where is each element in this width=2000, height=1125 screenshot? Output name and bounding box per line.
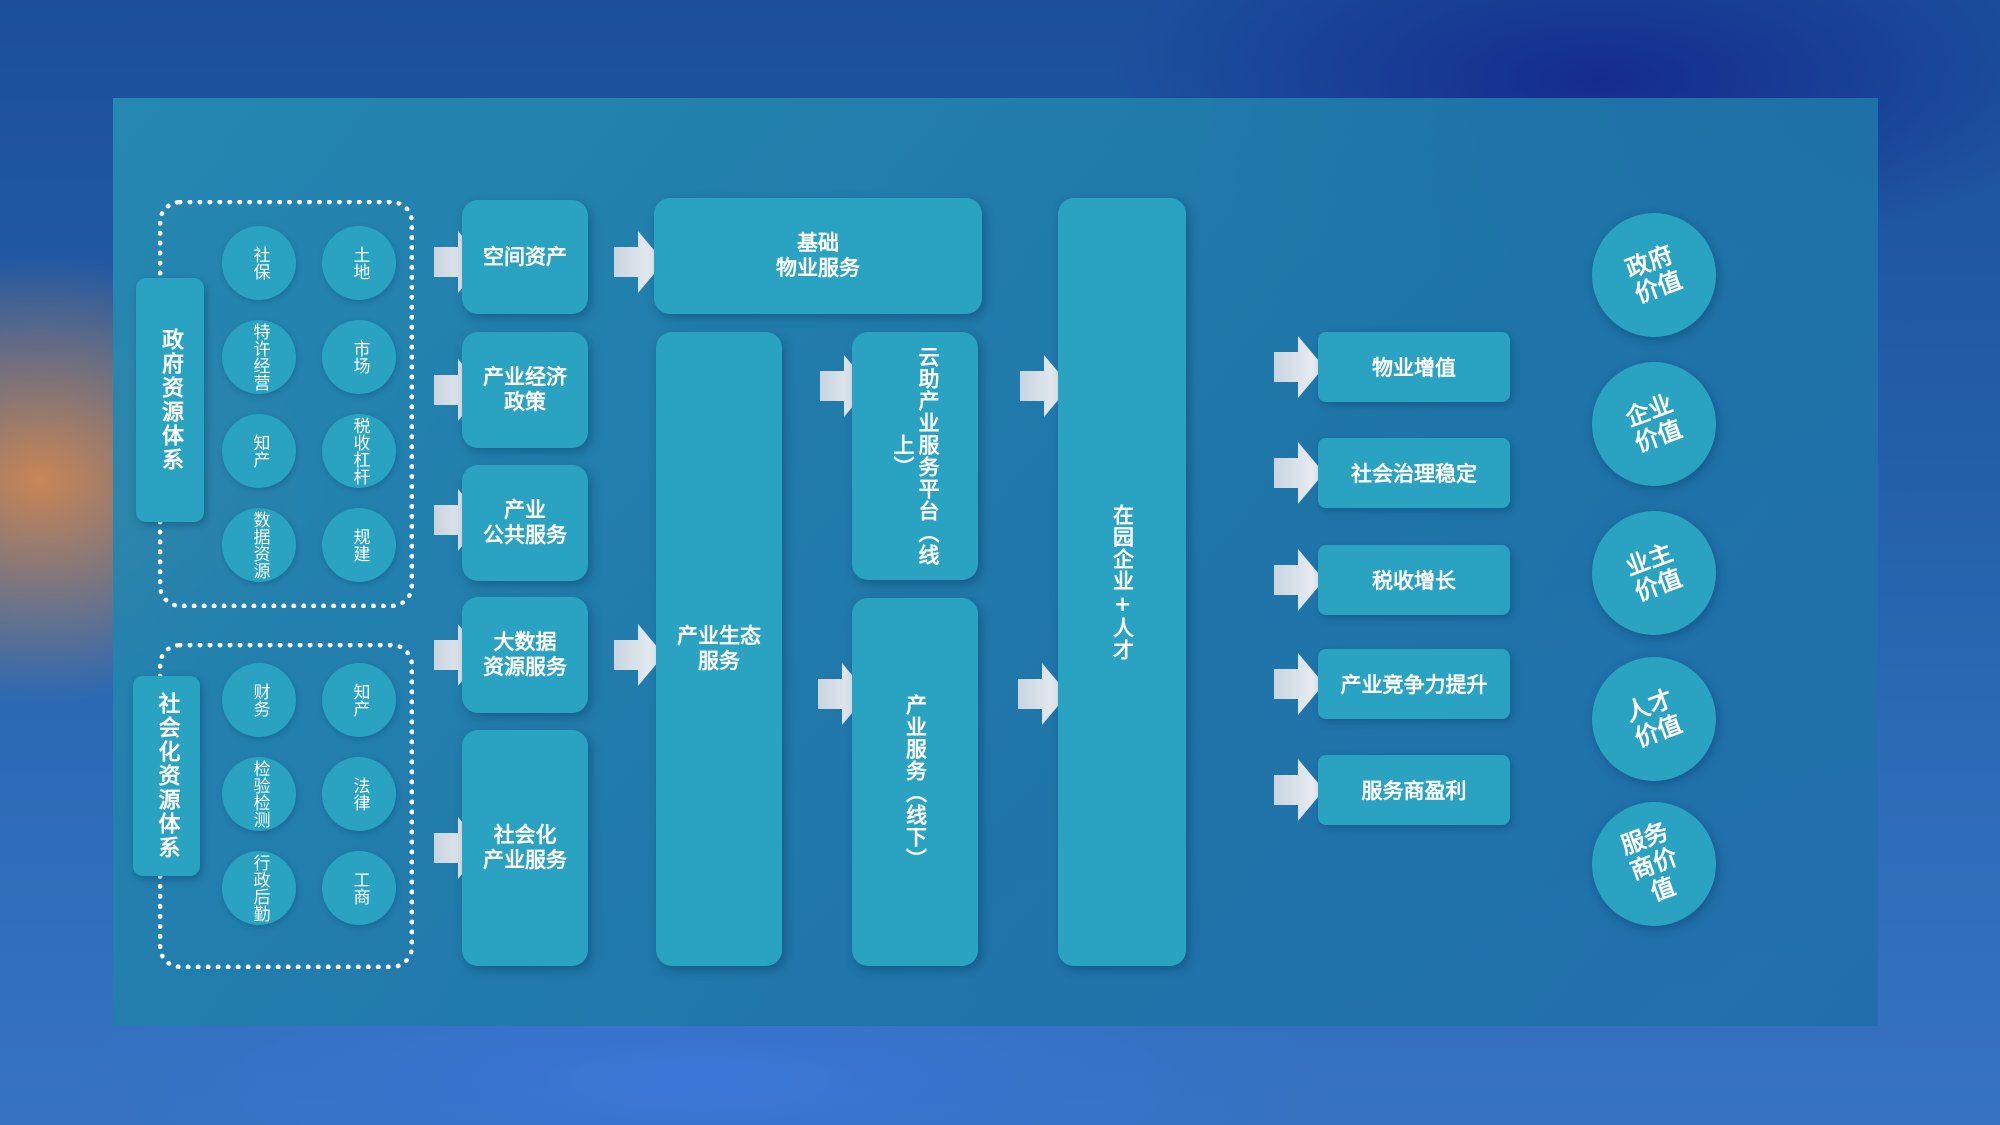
public-service-box: 产业 公共服务: [462, 465, 588, 581]
social-item-ip: 知产: [322, 663, 396, 737]
industry-policy-box: 产业经济 政策: [462, 332, 588, 448]
diagram-panel: [113, 98, 1878, 1026]
social-item-legal: 法律: [322, 757, 396, 831]
big-data-service-box: 大数据 资源服务: [462, 597, 588, 713]
social-item-business-registration: 工商: [322, 851, 396, 925]
arrow-right-icon: [434, 489, 484, 551]
value-service-provider: 服务 商价 值: [1592, 802, 1716, 926]
social-item-admin-logistics: 行政后勤: [222, 851, 296, 925]
arrow-right-icon: [818, 663, 868, 725]
gov-item-market: 市场: [322, 320, 396, 394]
value-government: 政府 价值: [1592, 213, 1716, 337]
property-service-box: 基础 物业服务: [654, 198, 982, 314]
result-property-appreciation: 物业增值: [1318, 332, 1510, 402]
social-item-finance: 财务: [222, 663, 296, 737]
arrow-right-icon: [434, 817, 484, 879]
gov-item-ip: 知产: [222, 414, 296, 488]
result-provider-profit: 服务商盈利: [1318, 755, 1510, 825]
online-platform-box: 云助产业服务平台（线上）: [852, 332, 978, 580]
arrow-right-icon: [614, 231, 664, 293]
gov-item-land: 土地: [322, 226, 396, 300]
government-resource-label: 政府资源体系: [136, 278, 204, 522]
gov-item-social-security: 社保: [222, 226, 296, 300]
arrow-right-icon: [1018, 663, 1068, 725]
arrow-right-icon: [1274, 549, 1324, 611]
result-social-stability: 社会治理稳定: [1318, 438, 1510, 508]
result-tax-growth: 税收增长: [1318, 545, 1510, 615]
value-enterprise: 企业 价值: [1592, 362, 1716, 486]
gov-item-franchise: 特许经营: [222, 320, 296, 394]
arrow-right-icon: [434, 624, 484, 686]
arrow-right-icon: [1274, 336, 1324, 398]
arrow-right-icon: [614, 624, 664, 686]
space-assets-box: 空间资产: [462, 200, 588, 314]
arrow-right-icon: [1274, 653, 1324, 715]
social-resource-label: 社会化资源体系: [133, 676, 200, 876]
ecosystem-service-box: 产业生态 服务: [656, 332, 782, 966]
arrow-right-icon: [1274, 442, 1324, 504]
value-talent: 人才 价值: [1592, 657, 1716, 781]
arrow-right-icon: [434, 359, 484, 421]
value-owner: 业主 价值: [1592, 511, 1716, 635]
arrow-right-icon: [434, 231, 484, 293]
gov-item-tax-leverage: 税收杠杆: [322, 414, 396, 488]
offline-service-box: 产业服务（线下）: [852, 598, 978, 966]
arrow-right-icon: [820, 355, 870, 417]
result-industry-competitiveness: 产业竞争力提升: [1318, 649, 1510, 719]
gov-item-data-resource: 数据资源: [222, 508, 296, 582]
social-item-inspection: 检验检测: [222, 757, 296, 831]
arrow-right-icon: [1274, 759, 1324, 821]
arrow-right-icon: [1020, 355, 1070, 417]
social-service-box: 社会化 产业服务: [462, 730, 588, 966]
enterprises-talent-box: 在园企业+人才: [1058, 198, 1186, 966]
gov-item-planning: 规建: [322, 508, 396, 582]
